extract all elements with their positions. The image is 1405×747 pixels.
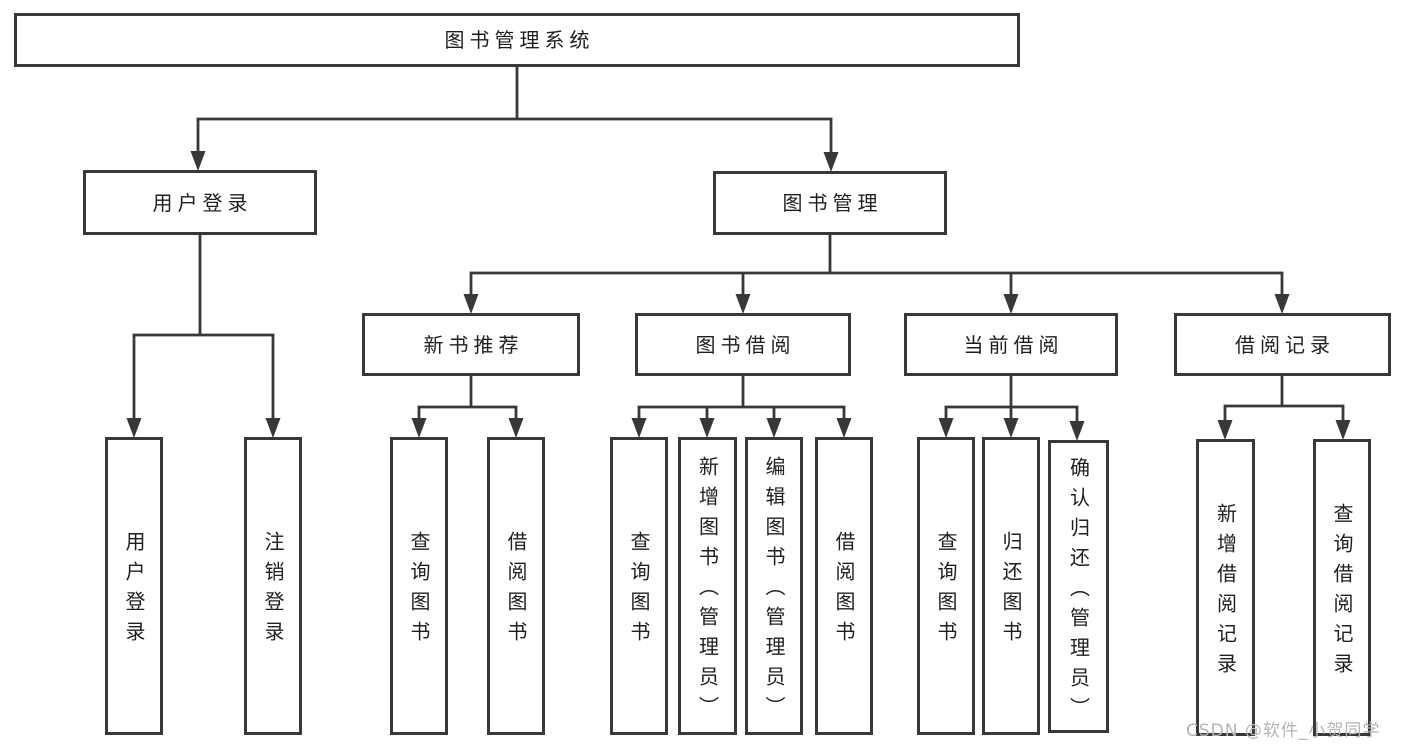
node-user-login: 用户登录: [83, 170, 317, 235]
node-book-management: 图书管理: [713, 171, 947, 235]
leaf-bb-query-books: 查询图书: [610, 437, 668, 735]
leaf-nbr-borrow-books: 借阅图书: [487, 437, 545, 735]
leaf-bb-add-books-admin: 新增图书（管理员）: [678, 437, 737, 735]
leaf-cb-query-books: 查询图书: [917, 437, 975, 735]
node-book-borrow: 图书借阅: [635, 313, 851, 376]
leaf-bb-edit-books-admin: 编辑图书（管理员）: [745, 437, 803, 735]
node-root: 图书管理系统: [14, 13, 1020, 67]
leaf-user-login: 用户登录: [105, 437, 163, 735]
leaf-bb-borrow-books: 借阅图书: [815, 437, 873, 735]
leaf-cb-return-books: 归还图书: [982, 437, 1040, 735]
leaf-cb-confirm-return-admin: 确认归还（管理员）: [1048, 440, 1109, 733]
leaf-nbr-query-books: 查询图书: [390, 437, 448, 735]
leaf-br-query-record: 查询借阅记录: [1313, 439, 1371, 736]
node-borrow-records: 借阅记录: [1174, 313, 1391, 376]
leaf-logout: 注销登录: [244, 437, 302, 735]
leaf-br-add-record: 新增借阅记录: [1196, 439, 1255, 736]
node-new-book-recommend: 新书推荐: [362, 313, 580, 376]
node-current-borrow: 当前借阅: [904, 313, 1118, 376]
csdn-watermark: CSDN @软件_小贺同学: [1186, 721, 1381, 741]
